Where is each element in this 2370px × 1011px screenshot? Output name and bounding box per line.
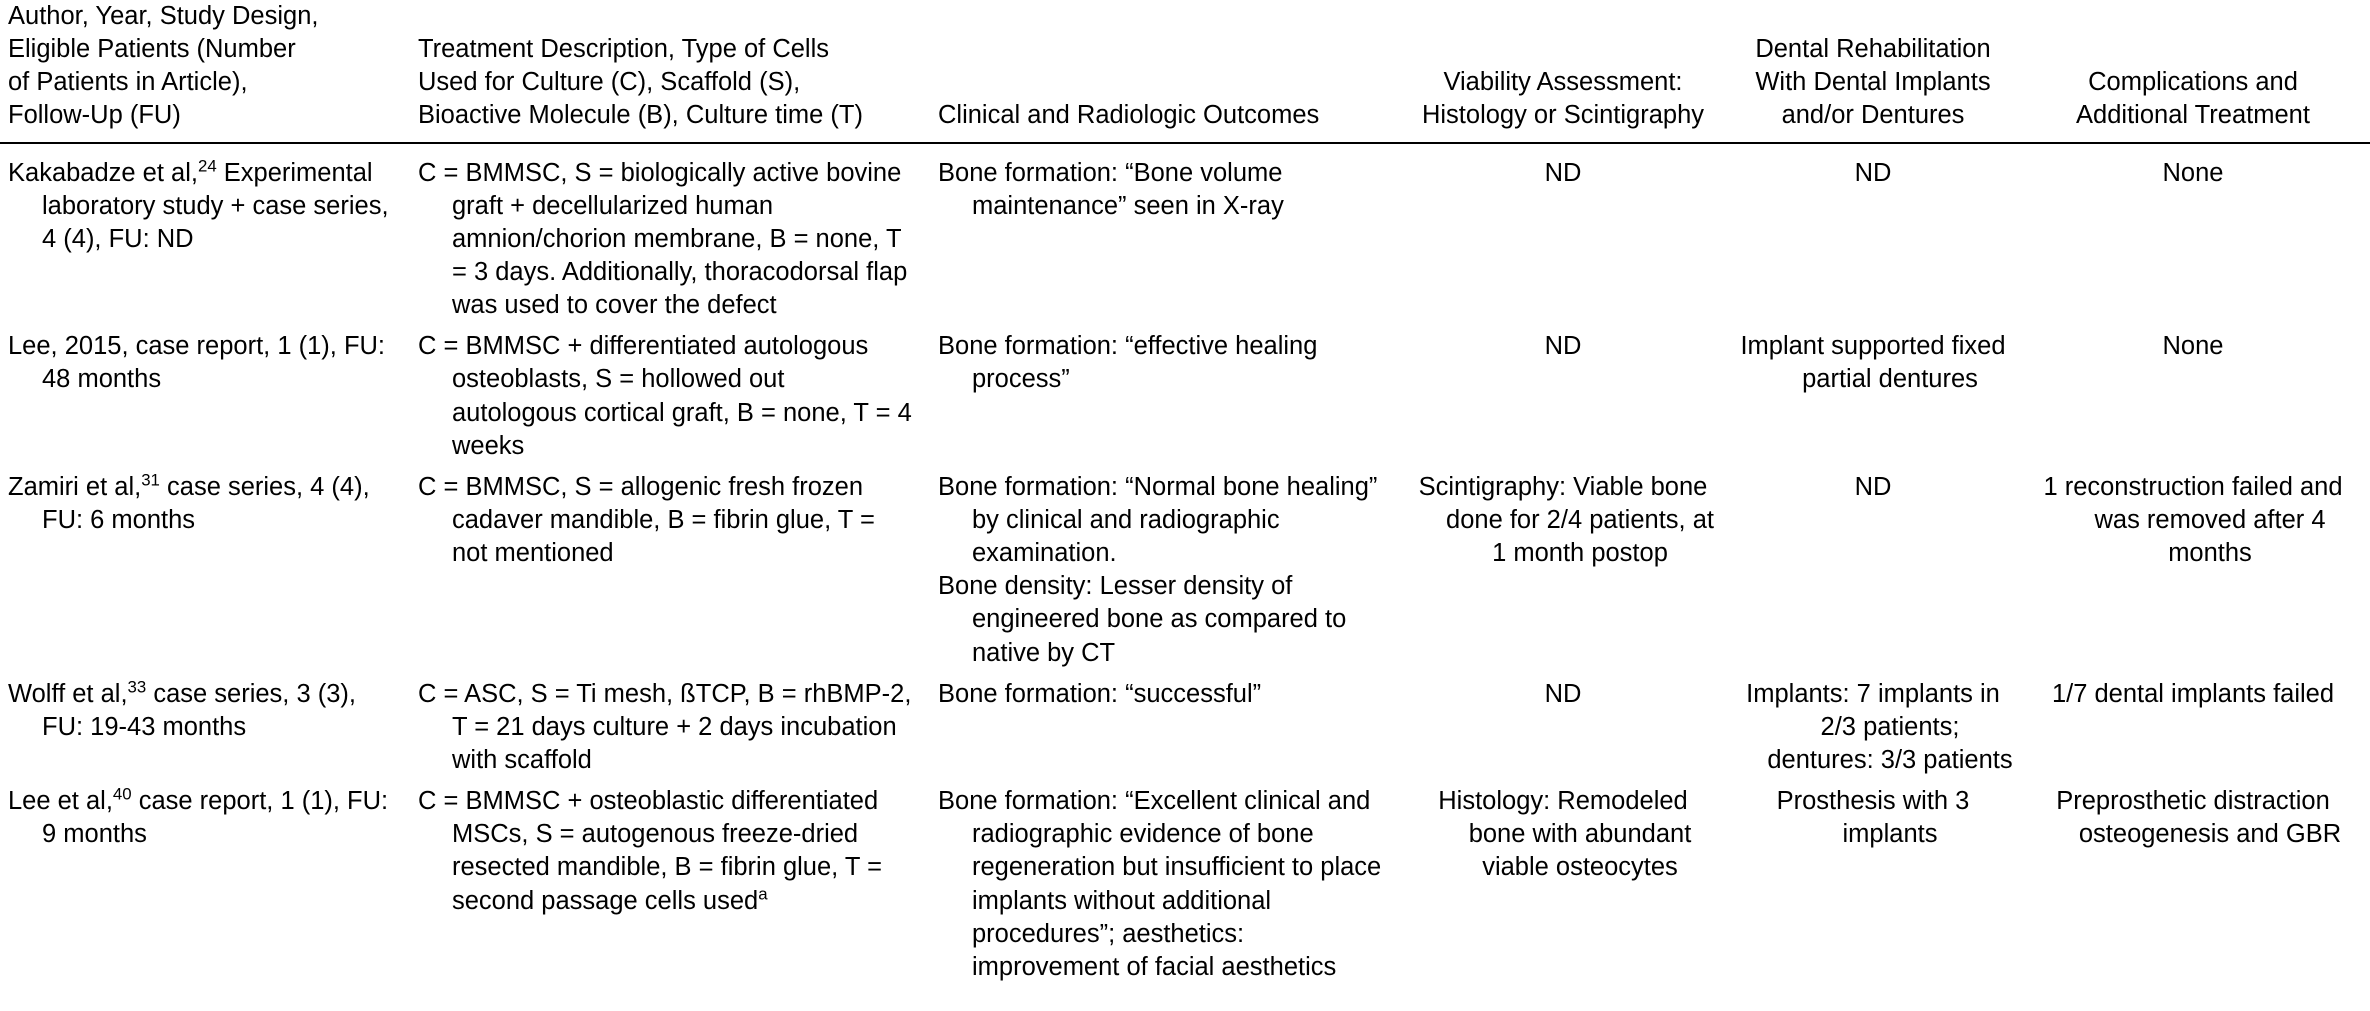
column-header-author: Author, Year, Study Design, Eligible Pati… <box>0 0 410 144</box>
column-header-line: Clinical and Radiologic Outcomes <box>938 101 1320 130</box>
cell-viability: ND <box>1410 143 1730 323</box>
cell-treatment: C = BMMSC + osteoblastic differentiated … <box>410 785 930 984</box>
column-header-line: Complications and <box>2088 68 2298 97</box>
column-header-line: and/or Dentures <box>1781 101 1965 130</box>
cell-viability: ND <box>1410 678 1730 777</box>
cell-rehabilitation: Implant supported fixed partial dentures <box>1730 330 2030 463</box>
cell-complications: None <box>2030 330 2370 463</box>
column-header-line: Eligible Patients (Number <box>8 35 296 64</box>
cell-treatment: C = BMMSC + differentiated autologous os… <box>410 330 930 463</box>
cell-rehabilitation: ND <box>1730 471 2030 670</box>
column-header-line: of Patients in Article), <box>8 68 248 97</box>
cell-paragraph: Bone formation: “effective healing proce… <box>938 332 1318 394</box>
cell-paragraph: Bone density: Lesser density of engineer… <box>938 572 1347 667</box>
cell-complications: 1 reconstruction failed and was removed … <box>2030 471 2370 670</box>
cell-paragraph: ND <box>1544 679 1582 708</box>
cell-paragraph: Implants: 7 implants in 2/3 patients; de… <box>1746 679 2013 774</box>
cell-author: Kakabadze et al,24 Experimental laborato… <box>0 143 410 323</box>
cell-paragraph: Wolff et al,33 case series, 3 (3), FU: 1… <box>8 677 356 741</box>
cell-rehabilitation: Prosthesis with 3 implants <box>1730 785 2030 984</box>
column-header-line: Dental Rehabilitation <box>1755 35 1991 64</box>
cell-author: Zamiri et al,31 case series, 4 (4), FU: … <box>0 471 410 670</box>
cell-paragraph: Bone formation: “Excellent clinical and … <box>938 787 1382 981</box>
cell-paragraph: None <box>2162 158 2224 187</box>
cell-paragraph: Bone formation: “Bone volume maintenance… <box>938 158 1284 220</box>
row-spacer <box>0 670 2370 678</box>
cell-paragraph: ND <box>1544 332 1582 361</box>
cell-viability: Scintigraphy: Viable bone done for 2/4 p… <box>1410 471 1730 670</box>
cell-treatment: C = ASC, S = Ti mesh, ßTCP, B = rhBMP-2,… <box>410 678 930 777</box>
cell-paragraph: ND <box>1854 472 1892 501</box>
column-header-line: Viability Assessment: <box>1443 68 1683 97</box>
column-header-line: Additional Treatment <box>2076 101 2310 130</box>
cell-paragraph: Lee et al,40 case report, 1 (1), FU: 9 m… <box>8 784 389 849</box>
table-header: Author, Year, Study Design, Eligible Pati… <box>0 0 2370 144</box>
cell-paragraph: Preprosthetic distraction osteogenesis a… <box>2056 787 2342 849</box>
study-summary-table: Author, Year, Study Design, Eligible Pati… <box>0 0 2370 984</box>
column-header-line: Treatment Description, Type of Cells <box>418 35 830 64</box>
cell-paragraph: C = BMMSC, S = allogenic fresh frozen ca… <box>418 472 875 568</box>
table-row: Zamiri et al,31 case series, 4 (4), FU: … <box>0 471 2370 670</box>
cell-author: Lee, 2015, case report, 1 (1), FU: 48 mo… <box>0 330 410 463</box>
table-row: Lee et al,40 case report, 1 (1), FU: 9 m… <box>0 785 2370 984</box>
cell-paragraph: Bone formation: “Normal bone healing” by… <box>938 472 1378 568</box>
column-header-outcomes: Clinical and Radiologic Outcomes <box>930 0 1410 144</box>
cell-author: Lee et al,40 case report, 1 (1), FU: 9 m… <box>0 785 410 984</box>
column-header-line: Follow-Up (FU) <box>8 101 181 130</box>
cell-paragraph: C = BMMSC, S = biologically active bovin… <box>418 158 908 320</box>
cell-paragraph: Kakabadze et al,24 Experimental laborato… <box>8 156 389 253</box>
cell-complications: None <box>2030 143 2370 323</box>
cell-complications: 1/7 dental implants failed <box>2030 678 2370 777</box>
cell-paragraph: Histology: Remodeled bone with abundant … <box>1438 787 1692 882</box>
column-header-line: Bioactive Molecule (B), Culture time (T) <box>418 101 863 130</box>
cell-paragraph: Prosthesis with 3 implants <box>1776 787 1970 849</box>
cell-paragraph: ND <box>1854 158 1892 187</box>
cell-paragraph: Scintigraphy: Viable bone done for 2/4 p… <box>1418 472 1714 568</box>
row-spacer-cell <box>0 670 2370 678</box>
cell-rehabilitation: ND <box>1730 143 2030 323</box>
row-spacer-cell <box>0 463 2370 471</box>
cell-paragraph: Implant supported fixed partial dentures <box>1740 332 2006 394</box>
cell-paragraph: Zamiri et al,31 case series, 4 (4), FU: … <box>8 470 370 534</box>
cell-paragraph: ND <box>1544 158 1582 187</box>
cell-paragraph: 1 reconstruction failed and was removed … <box>2043 472 2343 568</box>
cell-paragraph: 1/7 dental implants failed <box>2051 679 2335 708</box>
cell-paragraph: None <box>2162 332 2224 361</box>
cell-outcomes: Bone formation: “effective healing proce… <box>930 330 1410 463</box>
cell-viability: ND <box>1410 330 1730 463</box>
cell-outcomes: Bone formation: “successful” <box>930 678 1410 777</box>
cell-outcomes: Bone formation: “Bone volume maintenance… <box>930 143 1410 323</box>
row-spacer-cell <box>0 777 2370 785</box>
table-row: Wolff et al,33 case series, 3 (3), FU: 1… <box>0 678 2370 777</box>
cell-outcomes: Bone formation: “Normal bone healing” by… <box>930 471 1410 670</box>
cell-paragraph: Bone formation: “successful” <box>938 679 1262 708</box>
cell-paragraph: Lee, 2015, case report, 1 (1), FU: 48 mo… <box>8 332 386 394</box>
table-body: Kakabadze et al,24 Experimental laborato… <box>0 143 2370 984</box>
row-spacer-cell <box>0 322 2370 330</box>
row-spacer <box>0 463 2370 471</box>
cell-treatment: C = BMMSC, S = biologically active bovin… <box>410 143 930 323</box>
row-spacer <box>0 322 2370 330</box>
column-header-line: With Dental Implants <box>1755 68 1991 97</box>
table-row: Kakabadze et al,24 Experimental laborato… <box>0 143 2370 323</box>
cell-paragraph: C = BMMSC + osteoblastic differentiated … <box>418 787 882 915</box>
table-header-row: Author, Year, Study Design, Eligible Pati… <box>0 0 2370 144</box>
cell-paragraph: C = ASC, S = Ti mesh, ßTCP, B = rhBMP-2,… <box>418 679 912 774</box>
cell-rehabilitation: Implants: 7 implants in 2/3 patients; de… <box>1730 678 2030 777</box>
cell-paragraph: C = BMMSC + differentiated autologous os… <box>418 332 912 460</box>
column-header-line: Author, Year, Study Design, <box>8 2 319 30</box>
table-row: Lee, 2015, case report, 1 (1), FU: 48 mo… <box>0 330 2370 463</box>
column-header-line: Histology or Scintigraphy <box>1421 101 1705 130</box>
row-spacer <box>0 777 2370 785</box>
cell-complications: Preprosthetic distraction osteogenesis a… <box>2030 785 2370 984</box>
cell-author: Wolff et al,33 case series, 3 (3), FU: 1… <box>0 678 410 777</box>
cell-outcomes: Bone formation: “Excellent clinical and … <box>930 785 1410 984</box>
cell-viability: Histology: Remodeled bone with abundant … <box>1410 785 1730 984</box>
column-header-line: Used for Culture (C), Scaffold (S), <box>418 68 801 97</box>
cell-treatment: C = BMMSC, S = allogenic fresh frozen ca… <box>410 471 930 670</box>
column-header-viability: Viability Assessment: Histology or Scinti… <box>1410 0 1730 144</box>
